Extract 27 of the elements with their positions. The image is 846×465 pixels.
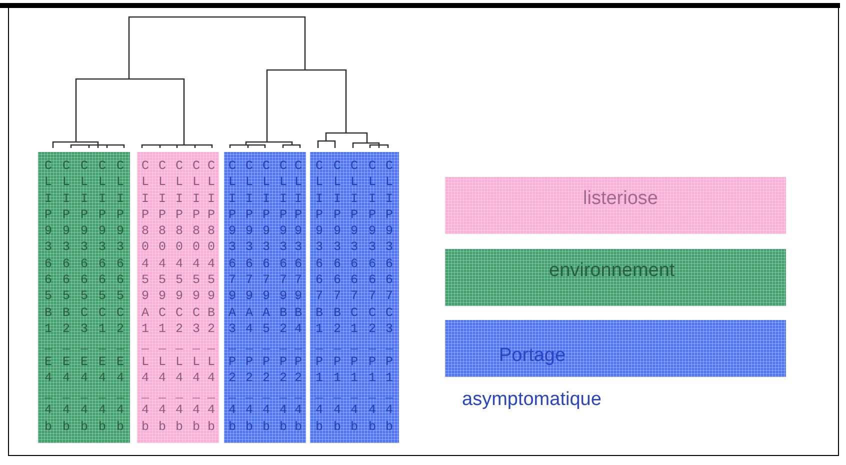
strain-label: CLIP93667B1_P1_4b (314, 158, 324, 436)
legend-text: Portage asymptomatique (462, 344, 602, 412)
strain-group-panel (137, 152, 219, 443)
strain-label: CLIP93679B2_P2_4b (278, 158, 288, 436)
strain-label: CLIP80459C2_L4_4b (174, 158, 184, 436)
strain-label: CLIP80459B2_L4_4b (206, 158, 216, 436)
strain-group-panel (224, 152, 306, 443)
strain-label: CLIP93667B2_P1_4b (332, 158, 342, 436)
legend-text: environnement (549, 260, 675, 282)
strain-label: CLIP93665C2_E4_4b (115, 158, 125, 436)
strain-label: CLIP80459C1_L4_4b (157, 158, 167, 436)
strain-label: CLIP93679A5_P2_4b (261, 158, 271, 436)
strain-label: CLIP93667C3_P1_4b (384, 158, 394, 436)
strain-group-panel (310, 152, 399, 443)
strain-label: CLIP93665B2_E4_4b (61, 158, 71, 436)
strain-label: CLIP93665C1_E4_4b (97, 158, 107, 436)
strain-label: CLIP93665B1_E4_4b (43, 158, 53, 436)
legend-text: listeriose (583, 188, 658, 210)
strain-label: CLIP93679B4_P2_4b (293, 158, 303, 436)
strain-label: CLIP93667C2_P1_4b (367, 158, 377, 436)
strain-label: CLIP93667C1_P1_4b (349, 158, 359, 436)
strain-label: CLIP93679A3_P2_4b (227, 158, 237, 436)
strain-label: CLIP80459C3_L4_4b (191, 158, 201, 436)
strain-group-panel (38, 152, 130, 443)
strain-label: CLIP93679A4_P2_4b (244, 158, 254, 436)
strain-label: CLIP93665C3_E4_4b (79, 158, 89, 436)
strain-label: CLIP80459A1_L4_4b (140, 158, 150, 436)
